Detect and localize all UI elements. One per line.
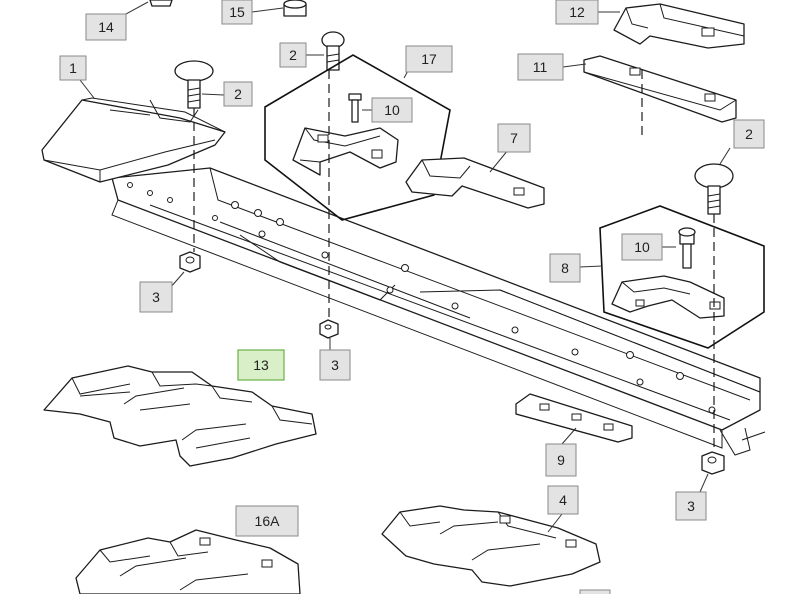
part-17-detail (264, 54, 451, 221)
callout-2-center: 2 (279, 42, 307, 68)
svg-text:8: 8 (561, 260, 569, 276)
callout-3-center: 3 (319, 349, 351, 381)
callout-2-left: 2 (223, 81, 253, 107)
callout-16A: 16A (235, 505, 299, 537)
part-10-bolt-in-17 (348, 93, 362, 123)
part-15-nut (283, 0, 307, 17)
part-8-detail (599, 205, 765, 349)
callout-9: 9 (545, 443, 577, 477)
svg-text:7: 7 (510, 130, 518, 146)
part-16A-guard (75, 529, 301, 594)
part-9-plate (515, 393, 633, 443)
callout-17: 17 (405, 45, 453, 73)
callout-10-upper: 10 (371, 97, 413, 123)
callout-11: 11 (517, 53, 564, 81)
bolt-2-left (174, 60, 214, 109)
svg-text:17: 17 (421, 51, 437, 67)
nut-3-left (179, 251, 201, 273)
nut-3-center (319, 319, 339, 339)
callout-14: 14 (85, 13, 127, 41)
partial-callout-bottom (579, 589, 611, 594)
part-14-fragment (149, 0, 173, 7)
bolt-2-right (694, 163, 734, 215)
bolt-2-center (321, 31, 345, 71)
callout-4: 4 (547, 485, 579, 515)
svg-text:3: 3 (331, 357, 339, 373)
svg-text:2: 2 (745, 126, 753, 142)
part-7-clip (405, 157, 545, 209)
callout-3-right: 3 (675, 491, 707, 521)
beam-holes (127, 182, 716, 414)
callout-15: 15 (221, 0, 253, 25)
svg-text:2: 2 (234, 86, 242, 102)
svg-text:1: 1 (69, 60, 77, 76)
svg-text:3: 3 (152, 289, 160, 305)
svg-text:11: 11 (533, 59, 548, 75)
callout-12: 12 (555, 0, 599, 25)
svg-text:14: 14 (98, 19, 114, 35)
callout-13-highlighted[interactable]: 13 (237, 349, 285, 381)
part-12-clip (613, 3, 745, 49)
svg-text:10: 10 (634, 239, 650, 255)
callout-1: 1 (59, 55, 87, 81)
svg-text:16A: 16A (255, 513, 281, 529)
callout-3-left: 3 (139, 281, 173, 313)
callout-7: 7 (497, 123, 531, 153)
part-4-guard (381, 505, 601, 587)
svg-text:13: 13 (253, 357, 269, 373)
svg-text:9: 9 (557, 452, 565, 468)
svg-text:3: 3 (687, 498, 695, 514)
callout-10-lower: 10 (621, 233, 663, 261)
svg-text:15: 15 (229, 4, 245, 20)
part-13-guard (43, 365, 317, 467)
part-10-bolt-in-8 (678, 227, 696, 269)
part-11-strap (583, 55, 737, 123)
svg-text:10: 10 (384, 102, 400, 118)
nut-3-right (701, 451, 725, 475)
svg-text:4: 4 (559, 492, 567, 508)
callout-8: 8 (549, 253, 581, 283)
cutter-bar-beam (111, 167, 766, 456)
callout-2-right: 2 (733, 119, 765, 149)
svg-text:2: 2 (289, 47, 297, 63)
leader-lines (79, 1, 731, 533)
svg-text:12: 12 (569, 4, 585, 20)
